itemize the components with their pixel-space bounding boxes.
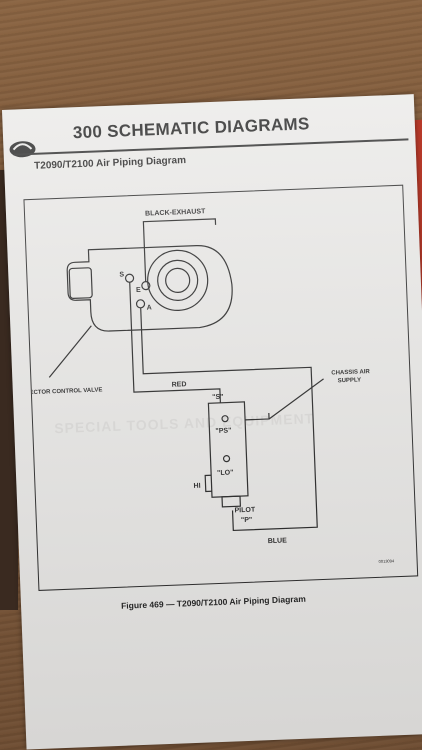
manual-page: 300 SCHEMATIC DIAGRAMS T2090/T2100 Air P… (2, 94, 422, 750)
manufacturer-logo-icon (9, 141, 36, 158)
chassis-supply-line (245, 378, 324, 421)
section-title: 300 SCHEMATIC DIAGRAMS (72, 114, 310, 143)
valve-dial-inner (165, 267, 191, 293)
air-piping-diagram: BLACK-EXHAUST S E A SELECTOR CONTROL VAL… (18, 208, 396, 564)
label-ps-port: "PS" (215, 427, 231, 435)
diagram-frame: BLACK-EXHAUST S E A SELECTOR CONTROL VAL… (18, 184, 419, 591)
black-exhaust-line (142, 218, 217, 282)
label-blue: BLUE (268, 537, 288, 545)
diagram-title: T2090/T2100 Air Piping Diagram (33, 154, 187, 172)
label-lo-port: "LO" (217, 469, 234, 477)
red-line (129, 282, 222, 403)
relay-valve-body (207, 401, 249, 498)
label-chassis-air-2: SUPPLY (338, 377, 362, 384)
hi-bracket (204, 474, 212, 493)
valve-dial-outer (147, 249, 209, 311)
label-pilot: PILOT (234, 507, 256, 515)
label-port-a: A (147, 304, 152, 311)
port-e-fitting (141, 281, 151, 291)
label-p-port: "P" (241, 517, 253, 524)
valve-dial-mid (157, 259, 199, 301)
label-selector-valve: SELECTOR CONTROL VALVE (24, 387, 102, 396)
ps-port-fitting (221, 415, 229, 423)
a-port-line (140, 307, 318, 532)
label-black-exhaust: BLACK-EXHAUST (145, 208, 206, 217)
label-ref-code: 0013094 (379, 558, 396, 564)
selector-valve-body (66, 245, 233, 332)
label-hi: HI (193, 483, 200, 490)
valve-lever-housing (68, 267, 93, 300)
port-s-fitting (124, 273, 135, 283)
label-chassis-air-1: CHASSIS AIR (331, 369, 370, 376)
label-s-port: "S" (212, 394, 224, 401)
relay-valve-base (221, 495, 242, 508)
port-a-fitting (135, 299, 146, 309)
selector-leader-line (48, 325, 92, 378)
label-port-e: E (136, 287, 141, 294)
label-port-s: S (119, 271, 124, 278)
figure-caption: Figure 469 — T2090/T2100 Air Piping Diag… (120, 593, 307, 611)
label-red: RED (172, 381, 187, 389)
lo-port-fitting (222, 455, 231, 463)
